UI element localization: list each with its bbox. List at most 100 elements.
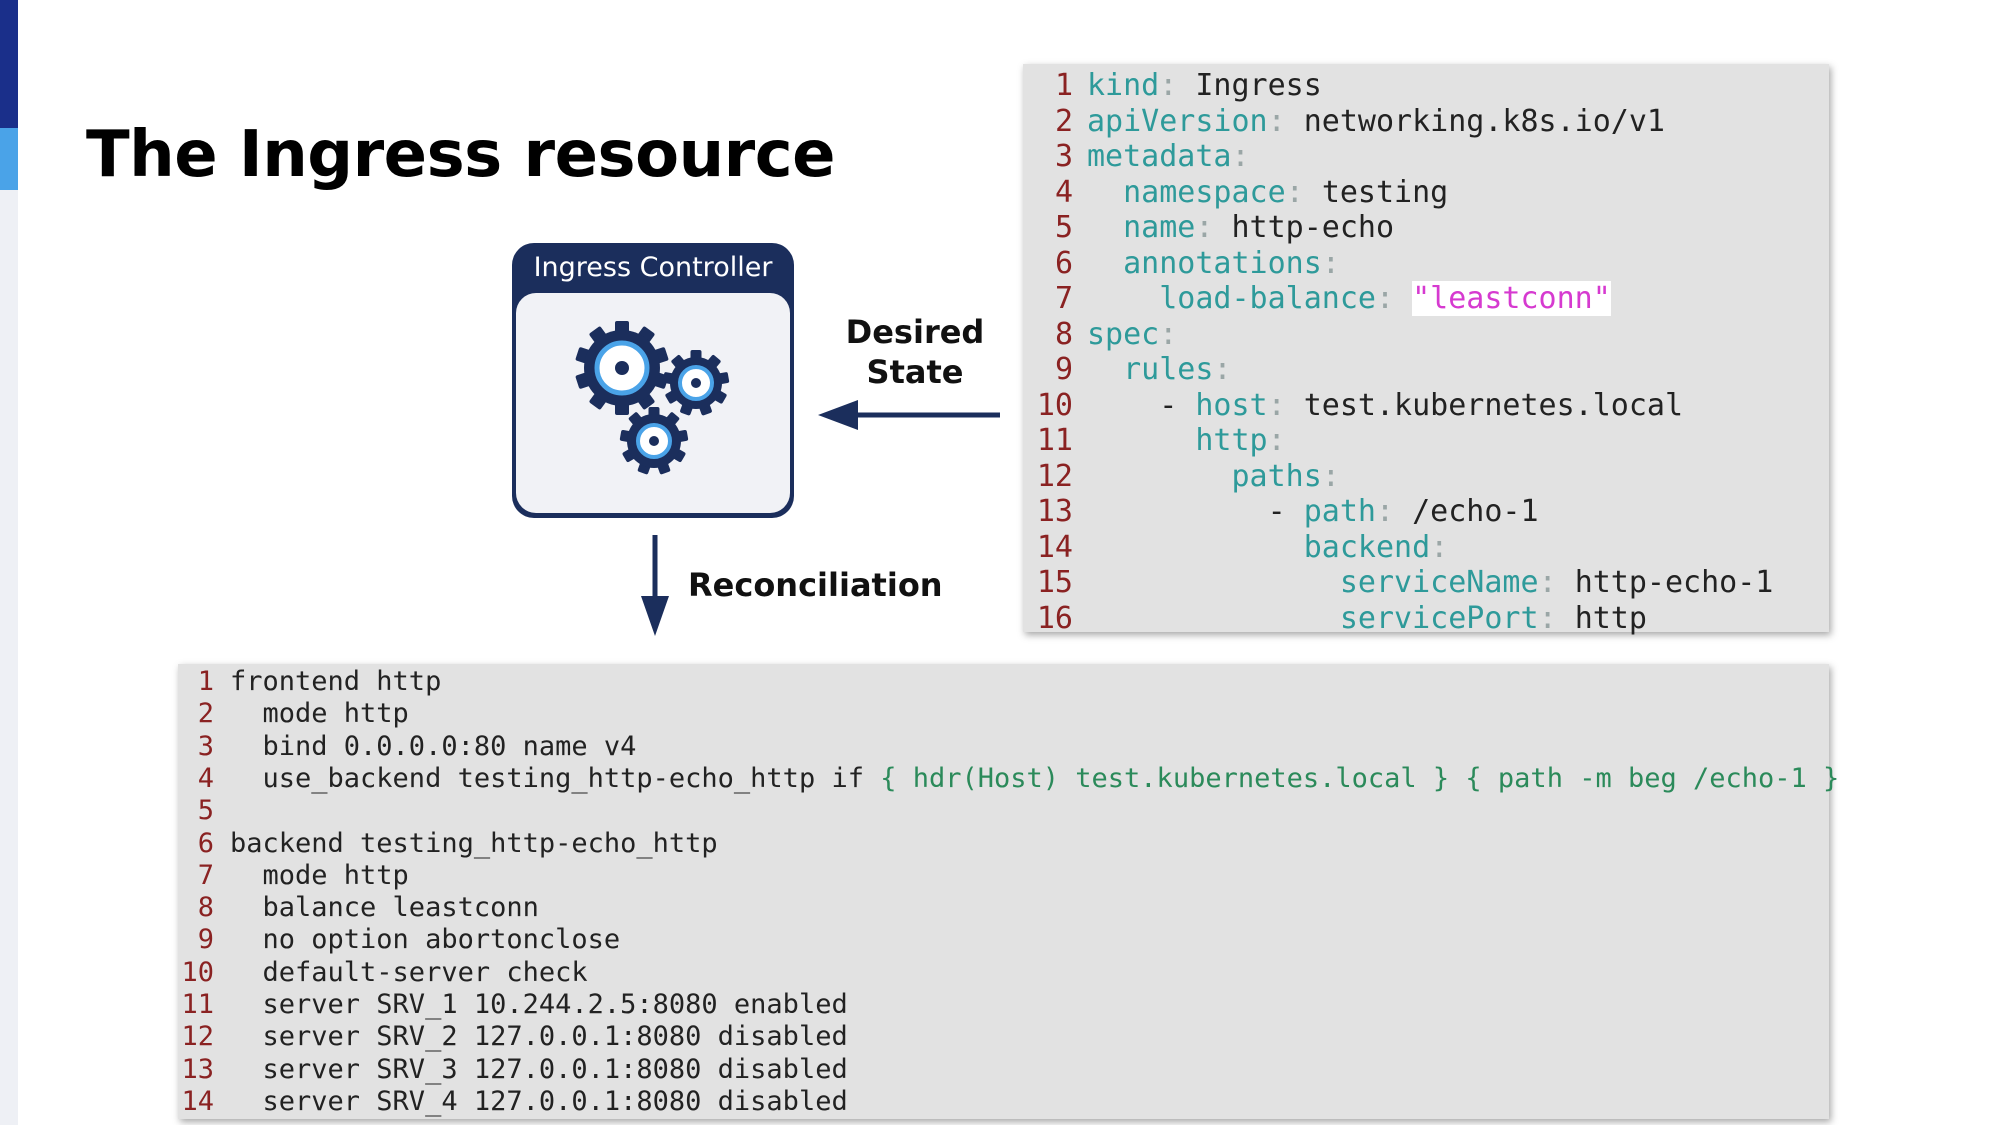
yaml-space <box>1177 68 1195 103</box>
yaml-code: http: <box>1087 423 1286 459</box>
haproxy-text: default-server check <box>230 956 588 988</box>
yaml-key: annotations <box>1123 245 1322 281</box>
yaml-key: namespace <box>1123 174 1286 210</box>
gear-icon <box>575 321 669 415</box>
yaml-code: name: http-echo <box>1087 210 1394 246</box>
yaml-key: name <box>1123 210 1196 245</box>
yaml-colon: : <box>1538 565 1557 600</box>
yaml-key: metadata <box>1087 139 1232 174</box>
yaml-indent <box>1087 210 1123 245</box>
accent-bar-light <box>0 128 18 190</box>
yaml-code: annotations: <box>1087 246 1340 282</box>
yaml-value: testing <box>1321 174 1449 210</box>
yaml-key: serviceName <box>1339 565 1539 600</box>
yaml-space <box>1213 210 1231 245</box>
yaml-indent <box>1087 565 1340 600</box>
haproxy-code: use_backend testing_http-echo_http if { … <box>230 762 1840 796</box>
desired-state-label-line1: Desired <box>845 313 985 351</box>
ingress-controller-box: Ingress Controller <box>512 243 794 518</box>
yaml-space <box>1394 494 1412 529</box>
haproxy-code: server SRV_3 127.0.0.1:8080 disabled <box>230 1054 848 1087</box>
haproxy-text: server SRV_3 127.0.0.1:8080 disabled <box>230 1053 848 1085</box>
haproxy-text: balance leastconn <box>230 892 539 924</box>
yaml-key: path <box>1303 494 1376 529</box>
yaml-indent <box>1087 246 1123 281</box>
gears-icon <box>575 321 730 475</box>
reconciliation-arrow <box>641 535 669 636</box>
line-number: 2 <box>1054 103 1073 139</box>
line-number: 6 <box>197 827 214 859</box>
yaml-indent <box>1087 281 1159 316</box>
yaml-key: servicePort <box>1339 600 1539 636</box>
line-number: 12 <box>181 1021 214 1053</box>
yaml-code: kind: Ingress <box>1087 68 1322 104</box>
haproxy-text: no option abortonclose <box>230 924 621 956</box>
yaml-code: backend: <box>1087 529 1449 566</box>
haproxy-code: frontend http <box>230 666 441 699</box>
line-number: 6 <box>1054 245 1073 281</box>
line-number: 3 <box>1054 139 1073 174</box>
yaml-space <box>1394 281 1412 316</box>
yaml-code: metadata: <box>1087 139 1250 175</box>
line-number: 10 <box>1036 387 1073 423</box>
accent-bar-dark <box>0 0 18 128</box>
line-number: 3 <box>197 730 214 762</box>
line-number: 5 <box>1054 210 1073 245</box>
yaml-code: spec: <box>1087 317 1177 353</box>
line-number: 8 <box>197 892 214 924</box>
haproxy-text: use_backend testing_http-echo_http if <box>230 762 881 794</box>
yaml-space <box>1286 388 1304 423</box>
haproxy-text: mode http <box>230 859 409 891</box>
gear-icon <box>662 350 730 416</box>
yaml-colon: : <box>1159 68 1178 103</box>
yaml-code: namespace: testing <box>1087 175 1448 211</box>
yaml-colon: : <box>1430 529 1449 565</box>
line-number: 2 <box>197 698 214 730</box>
yaml-indent <box>1087 175 1123 210</box>
reconciliation-label: Reconciliation <box>688 566 943 604</box>
yaml-code: - path: /echo-1 <box>1087 494 1539 530</box>
haproxy-text: server SRV_4 127.0.0.1:8080 disabled <box>230 1085 848 1117</box>
slide-title: The Ingress resource <box>86 118 836 192</box>
yaml-key: http <box>1195 423 1268 458</box>
yaml-code: rules: <box>1087 352 1231 388</box>
line-number: 5 <box>197 795 214 827</box>
yaml-colon: : <box>1231 139 1250 174</box>
line-number: 15 <box>1036 565 1073 600</box>
haproxy-text: server SRV_1 10.244.2.5:8080 enabled <box>230 989 848 1020</box>
yaml-colon: : <box>1267 423 1286 458</box>
yaml-indent: - <box>1087 494 1304 529</box>
desired-state-label: Desired State <box>830 312 1000 392</box>
yaml-value: "leastconn" <box>1412 281 1611 316</box>
line-number: 9 <box>1054 352 1073 387</box>
haproxy-code: backend testing_http-echo_http <box>230 828 718 861</box>
yaml-code: - host: test.kubernetes.local <box>1087 388 1683 424</box>
line-number: 4 <box>197 762 214 794</box>
line-number: 11 <box>1036 423 1073 458</box>
haproxy-code: server SRV_2 127.0.0.1:8080 disabled <box>230 1021 848 1054</box>
line-number: 14 <box>181 1085 214 1117</box>
yaml-value: /echo-1 <box>1412 494 1539 529</box>
yaml-value: http-echo-1 <box>1574 565 1774 600</box>
haproxy-code: mode http <box>230 860 409 893</box>
haproxy-text: server SRV_2 127.0.0.1:8080 disabled <box>230 1021 848 1053</box>
yaml-colon: : <box>1321 458 1340 494</box>
left-accent-bar <box>0 0 18 1125</box>
yaml-space <box>1286 104 1304 139</box>
yaml-space <box>1557 601 1575 636</box>
line-number: 13 <box>181 1053 214 1085</box>
yaml-key: rules <box>1123 352 1214 387</box>
line-number: 16 <box>1036 600 1073 636</box>
haproxy-code: default-server check <box>230 957 588 990</box>
line-number: 14 <box>1036 529 1073 565</box>
yaml-code: apiVersion: networking.k8s.io/v1 <box>1087 104 1665 140</box>
yaml-key: apiVersion <box>1087 103 1268 139</box>
yaml-colon: : <box>1159 316 1178 352</box>
yaml-key: paths <box>1231 458 1322 494</box>
yaml-value: http-echo <box>1231 210 1395 245</box>
yaml-value: networking.k8s.io/v1 <box>1303 103 1665 139</box>
yaml-key: spec <box>1087 316 1160 352</box>
line-number: 8 <box>1054 316 1073 352</box>
yaml-key: load-balance <box>1159 281 1376 316</box>
